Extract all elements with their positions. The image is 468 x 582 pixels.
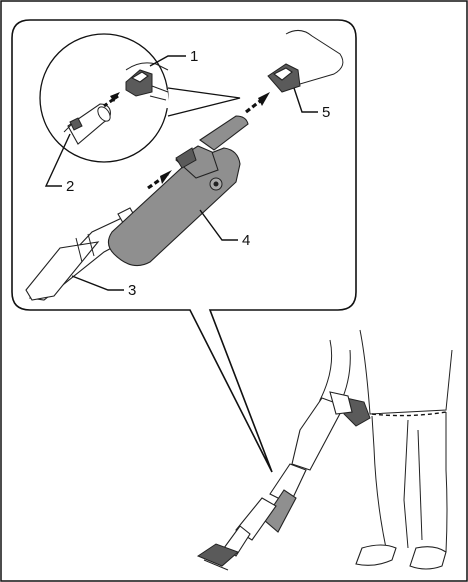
callout-2: 2 [66, 178, 74, 195]
callout-1: 1 [190, 48, 198, 65]
person-figure [320, 330, 453, 569]
callout-5: 5 [322, 104, 330, 121]
vacuum-cleaner-in-use [198, 392, 370, 570]
callout-4: 4 [242, 232, 250, 249]
callout-3: 3 [128, 282, 136, 299]
